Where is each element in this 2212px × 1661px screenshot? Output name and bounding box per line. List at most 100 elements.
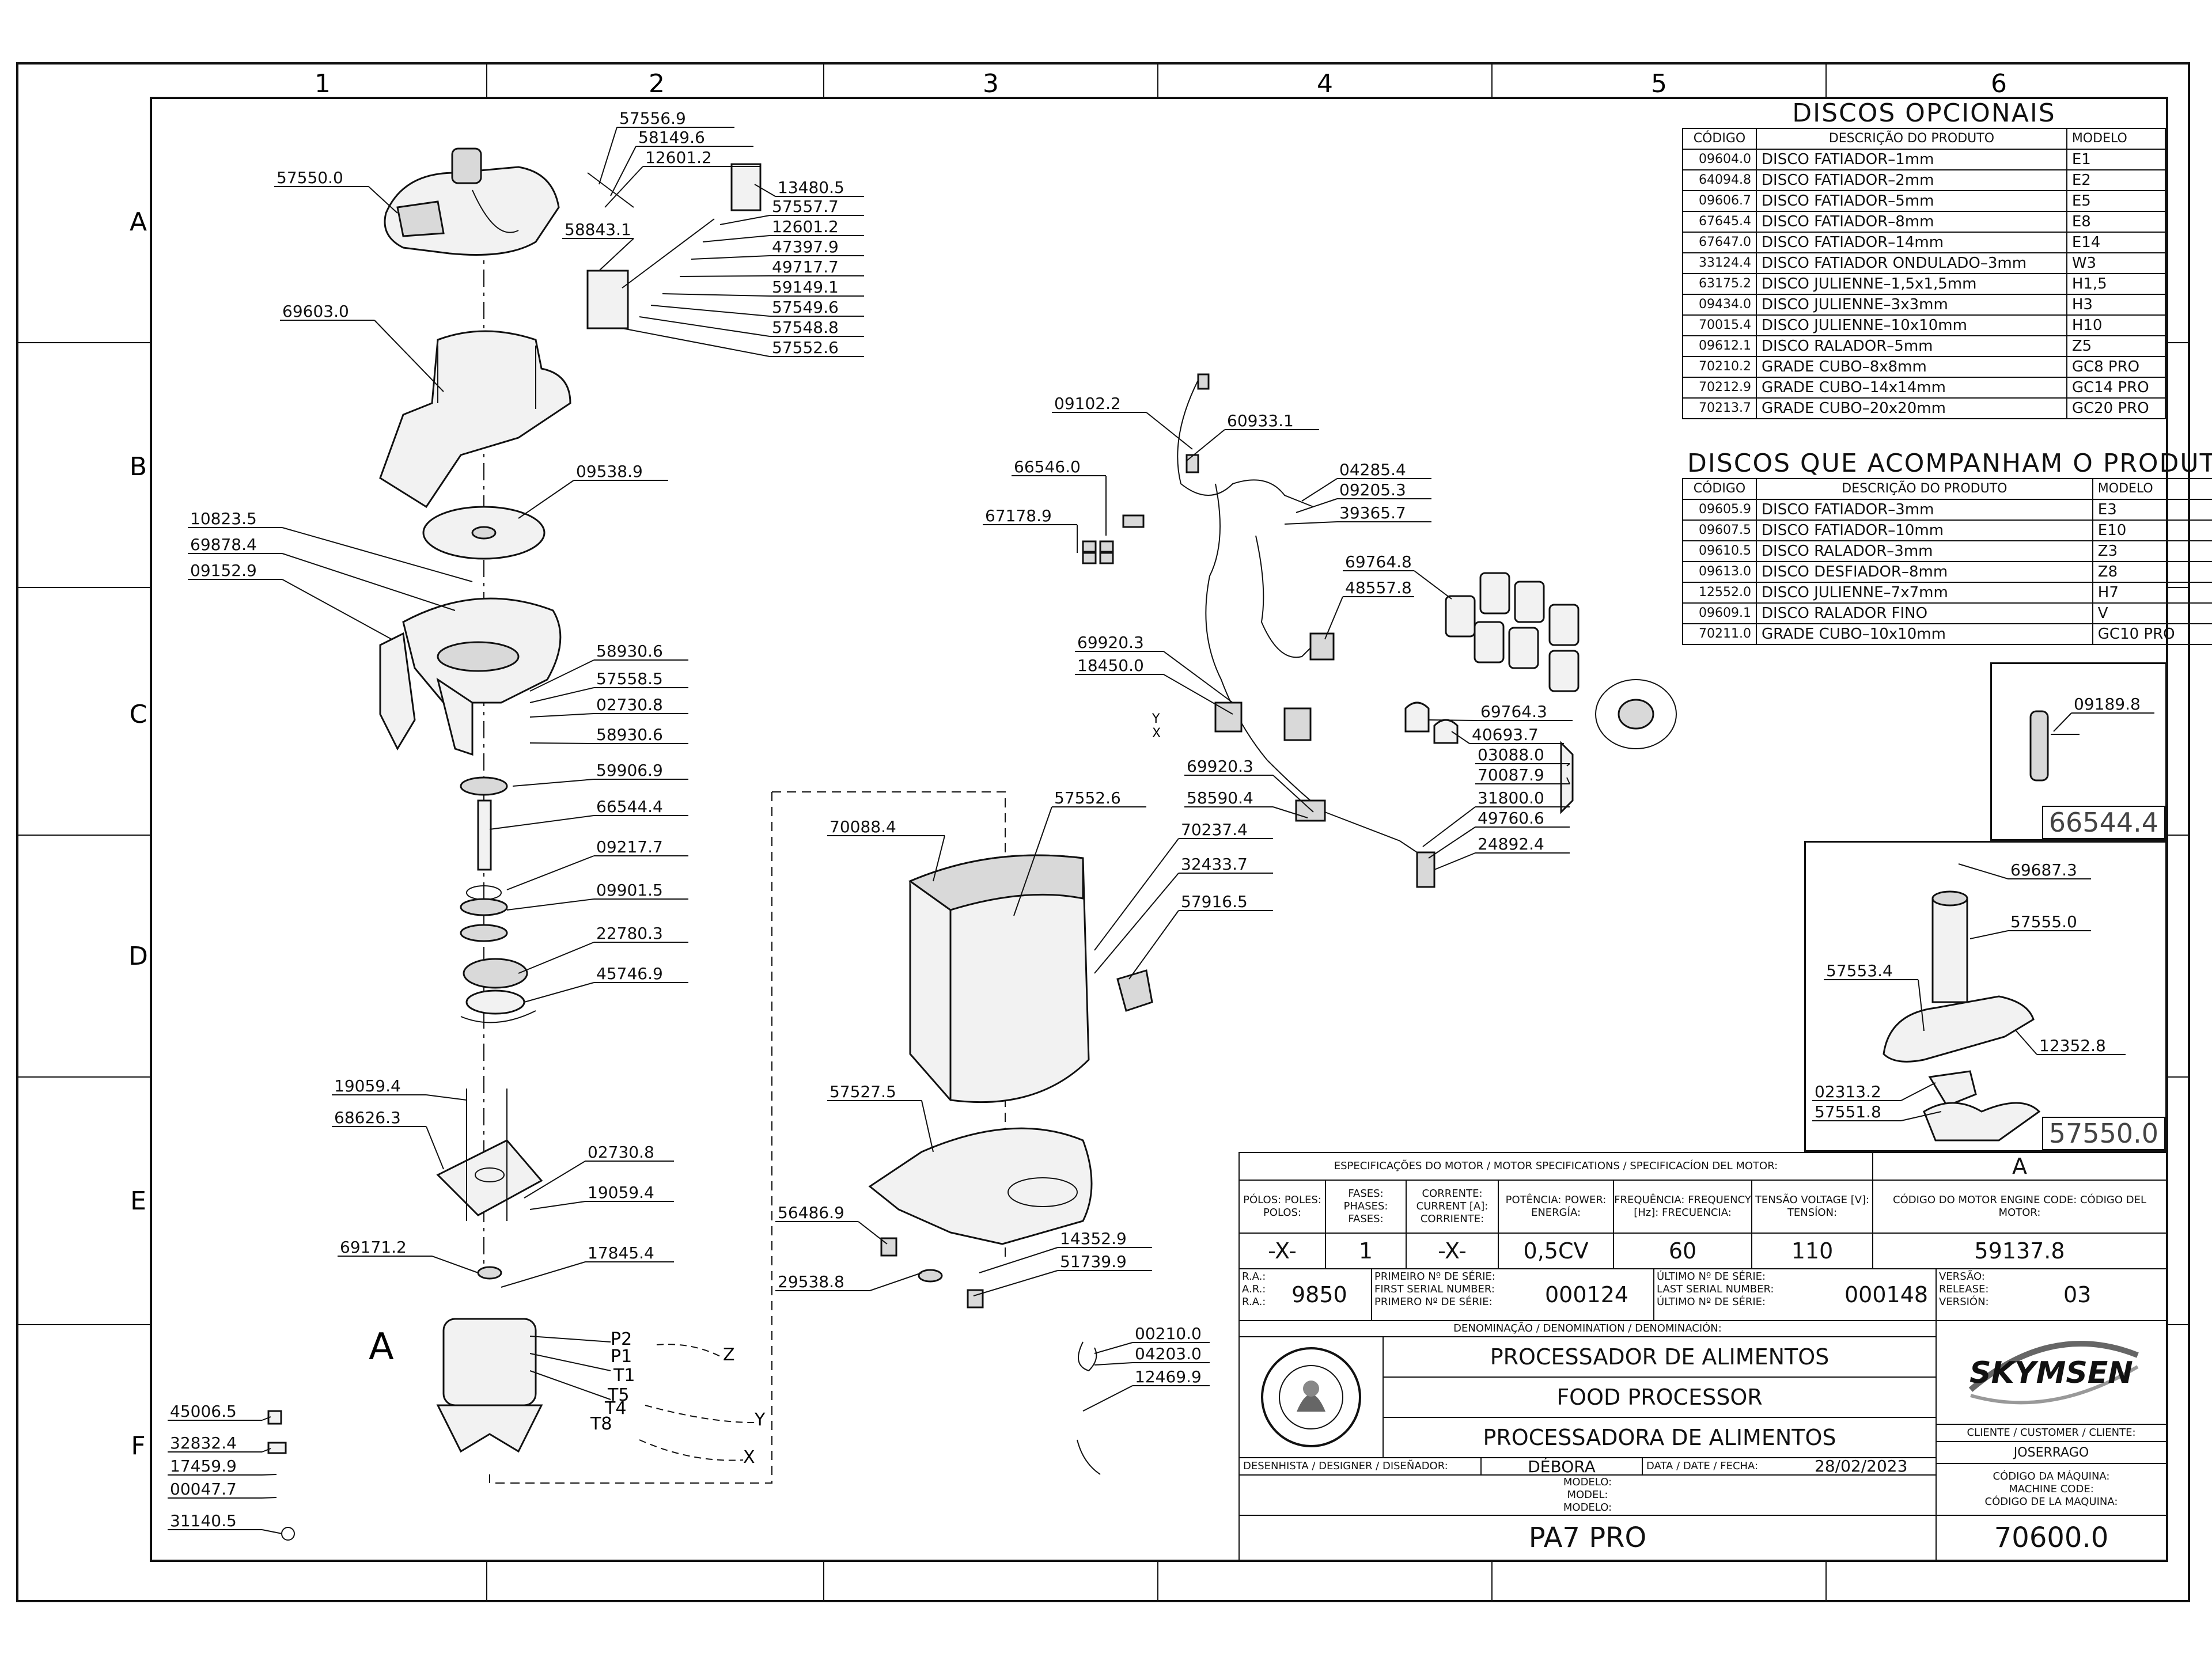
designer-value: DÉBORA xyxy=(1480,1457,1643,1476)
part-number: 57553.4 xyxy=(1826,961,1893,980)
symbol-label: P1 xyxy=(611,1347,632,1367)
callout-leader xyxy=(489,815,594,830)
description-cell: GRADE CUBO–20x20mm xyxy=(1756,397,2067,419)
code-cell: 67647.0 xyxy=(1682,232,1757,253)
grid-column-label: 4 xyxy=(1317,69,1333,98)
part-callout: 58149.6 xyxy=(636,128,753,147)
callout-leader xyxy=(933,835,945,882)
callout-leader xyxy=(1296,498,1338,513)
code-cell: 09609.1 xyxy=(1682,602,1757,624)
callout-leader xyxy=(1324,596,1343,640)
callout-leader xyxy=(374,320,444,392)
part-callout: 67178.9 xyxy=(983,506,1077,525)
callout-leader xyxy=(1094,873,1179,974)
part-callouts: 57556.958149.612601.213480.557557.712601… xyxy=(168,109,2154,1530)
grid-row-label: E xyxy=(130,1186,146,1216)
part-number: 69764.8 xyxy=(1345,552,1412,571)
part-callout: 19059.4 xyxy=(585,1183,674,1202)
model-cell: GC8 PRO xyxy=(2066,356,2166,378)
model-cell: E5 xyxy=(2066,190,2166,212)
model-cell: W3 xyxy=(2066,252,2166,274)
part-callout: 59149.1 xyxy=(770,278,864,297)
callout-leader xyxy=(719,215,770,225)
part-number: 29538.8 xyxy=(778,1272,844,1291)
grid-ticks xyxy=(17,63,2189,1601)
wiring-harness xyxy=(1177,373,1435,888)
callout-leader xyxy=(599,127,618,185)
code-cell: 12552.0 xyxy=(1682,582,1757,604)
grid-row-label: A xyxy=(130,207,147,237)
inset-box-lid: 57550.0 xyxy=(1804,841,2167,1152)
code-cell: 09612.1 xyxy=(1682,335,1757,357)
ra-label: R.A.: A.R.: R.A.: xyxy=(1242,1271,1266,1308)
callout-leader xyxy=(610,146,637,196)
code-cell: 64094.8 xyxy=(1682,169,1757,191)
part-callout: 09217.7 xyxy=(594,837,688,856)
part-number: 57916.5 xyxy=(1181,892,1248,911)
last-serial-value: 000148 xyxy=(1844,1282,1929,1307)
part-callout: 69878.4 xyxy=(188,535,282,554)
part-number: 66546.0 xyxy=(1014,457,1081,476)
part-number: 31140.5 xyxy=(170,1511,237,1530)
part-number: 32832.4 xyxy=(170,1434,237,1453)
part-number: 69764.3 xyxy=(1480,702,1547,721)
part-number: 00210.0 xyxy=(1135,1324,1202,1343)
current-value: -X- xyxy=(1406,1233,1499,1269)
callout-leader xyxy=(262,1497,277,1499)
model-cell: E8 xyxy=(2066,211,2166,233)
first-serial-cell: PRIMEIRO Nº DE SÉRIE: FIRST SERIAL NUMBE… xyxy=(1371,1268,1654,1321)
part-number: 17459.9 xyxy=(170,1457,237,1476)
callout-leader xyxy=(506,855,594,890)
grid-row-label: F xyxy=(131,1431,145,1461)
part-callout: 57527.5 xyxy=(827,1082,922,1101)
inset-code: 66544.4 xyxy=(2041,806,2165,839)
code-cell: 09607.5 xyxy=(1682,519,1757,541)
callout-leader xyxy=(754,184,776,197)
part-callout: 68626.3 xyxy=(332,1108,426,1127)
part-number: 60933.1 xyxy=(1227,411,1294,430)
code-cell: 70210.2 xyxy=(1682,356,1757,378)
code-cell: 63175.2 xyxy=(1682,273,1757,295)
logo-text: SKYMSEN xyxy=(1969,1356,2133,1390)
callout-leader xyxy=(1094,838,1179,951)
callout-leader xyxy=(529,742,594,744)
code-cell: 09605.9 xyxy=(1682,499,1757,521)
authorized-service-seal xyxy=(1238,1336,1384,1458)
part-number: 02730.8 xyxy=(588,1143,654,1162)
grid-row-label: B xyxy=(130,452,147,481)
part-callout: 47397.9 xyxy=(770,237,864,256)
description-cell: DISCO JULIENNE–10x10mm xyxy=(1756,314,2067,336)
callout-leader xyxy=(1128,910,1179,980)
part-callout: 57550.0 xyxy=(274,168,369,187)
part-number: 03088.0 xyxy=(1478,745,1544,764)
inset-lid-tube xyxy=(1883,890,2041,1142)
code-cell: 09434.0 xyxy=(1682,294,1757,316)
model-cell: Z5 xyxy=(2066,335,2166,357)
motor-part xyxy=(436,1266,611,1453)
part-callout: 49717.7 xyxy=(770,257,864,276)
callout-leader xyxy=(1284,521,1338,525)
model-cell: H3 xyxy=(2066,294,2166,316)
part-number: 57548.8 xyxy=(772,318,839,337)
description-cell: DISCO FATIADOR–5mm xyxy=(1756,190,2067,212)
small-part-2 xyxy=(267,1442,287,1454)
part-number: 12601.2 xyxy=(772,217,839,236)
code-cell: 09604.0 xyxy=(1682,149,1757,170)
description-cell: DISCO FATIADOR–3mm xyxy=(1756,499,2093,521)
optional-discs-table: DISCOS OPCIONAIS CÓDIGO DESCRIÇÃO DO PRO… xyxy=(1682,99,2166,419)
callout-leader xyxy=(1146,412,1193,450)
description-cell: DISCO DESFIADOR–8mm xyxy=(1756,561,2093,583)
part-callout: 66546.0 xyxy=(1012,457,1106,476)
part-number: 57557.7 xyxy=(772,197,839,216)
part-number: 17845.4 xyxy=(588,1243,654,1262)
part-callout: 12601.2 xyxy=(643,148,760,167)
switch-assembly xyxy=(586,163,762,329)
part-callout: 57549.6 xyxy=(770,298,864,317)
callout-leader xyxy=(501,1261,586,1288)
